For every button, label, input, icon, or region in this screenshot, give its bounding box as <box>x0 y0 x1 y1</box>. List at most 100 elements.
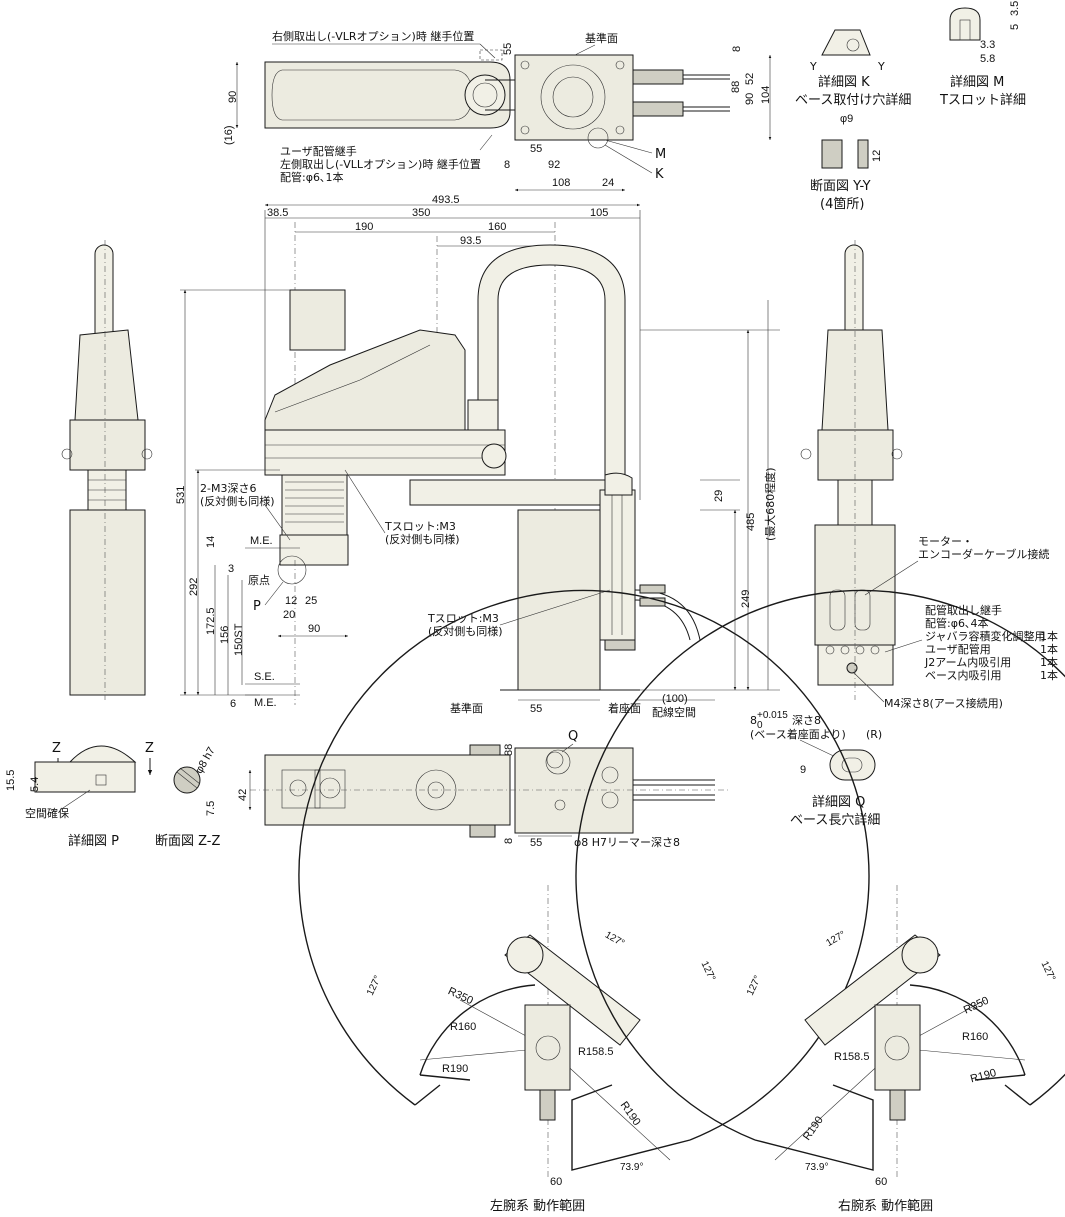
angle-127-a: 127° <box>745 974 764 997</box>
dim-55-front: 55 <box>530 703 542 715</box>
radius-190-a: R190 <box>442 1063 468 1075</box>
dim-38-5: 38.5 <box>267 207 288 219</box>
dim-531: 531 <box>175 486 187 504</box>
datum-front: 基準面 <box>450 701 483 715</box>
radius-190-b: R190 <box>801 1114 826 1142</box>
dim-16: (16) <box>223 125 235 145</box>
motor-cover <box>289 289 346 351</box>
pipe-row-count: 1本 <box>1040 668 1058 682</box>
base-front <box>517 509 601 691</box>
dim-15-5: 15.5 <box>5 770 17 791</box>
dim-150st: 150ST <box>233 623 245 656</box>
dim-3: 3 <box>228 563 234 575</box>
top-view: 右側取出し(-VLRオプション)時 継手位置 55 基準面 90 (16) <box>223 29 772 192</box>
dim-92: 92 <box>548 159 560 171</box>
section-yy-subtitle: (4箇所) <box>820 196 864 212</box>
datum-top: 基準面 <box>585 31 618 45</box>
pipe-row-label: ユーザ配管用 <box>925 642 991 656</box>
dim-60: 60 <box>550 1176 562 1188</box>
note-q-ref: (ベース着座面より) <box>750 727 846 741</box>
arm-front <box>264 429 506 476</box>
dim-90-front: 90 <box>308 623 320 635</box>
section-zz: φ8 h7 7.5 断面図 Z-Z <box>155 745 221 849</box>
dim-phi8-h7: φ8 h7 <box>193 745 218 776</box>
note-q-depth: 深さ8 <box>792 714 821 727</box>
note-tslot-2: Tスロット:M3 <box>427 612 499 625</box>
bellows-front <box>279 474 349 705</box>
detail-m-title: 詳細図 M <box>950 74 1004 90</box>
label-origin: 原点 <box>248 574 270 587</box>
note-q-tol-lower: 0 <box>757 720 763 731</box>
label-se: S.E. <box>254 671 275 683</box>
detail-q-title: 詳細図 Q <box>812 794 865 810</box>
dim-3-5: 3.5 <box>1009 1 1021 16</box>
dim-55-bottom-view: 55 <box>530 837 542 849</box>
note-pipe: 配管:φ6､1本 <box>280 170 343 184</box>
note-user-pipe: ユーザ配管継手 <box>280 144 357 158</box>
radius-350: R350 <box>962 995 991 1017</box>
dim-42: 42 <box>237 789 249 801</box>
label-wiring-space: 配線空間 <box>652 705 696 719</box>
dim-108: 108 <box>552 177 570 189</box>
dim-25: 25 <box>305 595 317 607</box>
dim-90b: 90 <box>744 93 756 105</box>
dim-100: (100) <box>662 693 688 705</box>
z-marker-left: Z <box>52 741 61 756</box>
dim-55-bottom: 55 <box>530 143 542 155</box>
dim-172-5: 172.5 <box>205 607 217 635</box>
dim-249: 249 <box>740 590 752 608</box>
range-right-title: 右腕系 動作範囲 <box>838 1198 933 1214</box>
note-pipe-spec: 配管:φ6､4本 <box>925 616 988 630</box>
note-tslot-1: Tスロット:M3 <box>384 520 456 533</box>
marker-q: Q <box>568 729 578 744</box>
front-view: 493.5 38.5 350 105 190 160 93.5 <box>175 194 780 719</box>
note-m3-depth6: 2-M3深さ6 <box>200 482 256 495</box>
detail-p-title: 詳細図 P <box>68 833 119 849</box>
pipe-row-label: ジャバラ容積変化調整用 <box>925 629 1045 643</box>
range-left: 127° 127° 127° R350 R160 R158.5 R190 R19… <box>298 589 870 1214</box>
detail-k-subtitle: ベース取付け穴詳細 <box>795 92 911 108</box>
note-q-width: 8 <box>750 714 757 727</box>
angle-73-9: 73.9° <box>620 1162 643 1173</box>
dim-7-5: 7.5 <box>205 801 217 816</box>
dim-60: 60 <box>875 1176 887 1188</box>
detail-k-title: 詳細図 K <box>818 74 870 90</box>
section-yy: φ9 12 断面図 Y-Y (4箇所) <box>810 113 883 212</box>
note-tslot-2b: (反対側も同様) <box>428 624 503 638</box>
angle-127-b: 127° <box>824 929 847 949</box>
arm-top <box>264 61 511 129</box>
dim-5-8: 5.8 <box>980 53 995 65</box>
detail-m-subtitle: Tスロット詳細 <box>939 92 1026 108</box>
angle-127-a: 127° <box>365 974 384 997</box>
radius-160: R160 <box>962 1031 988 1043</box>
label-seat: 着座面 <box>608 701 641 715</box>
dim-350: 350 <box>412 207 430 219</box>
dim-12: 12 <box>285 595 297 607</box>
pipe-row-count: 1本 <box>1040 629 1058 643</box>
dim-292: 292 <box>188 578 200 596</box>
note-earth: M4深さ8(アース接続用) <box>884 696 1003 710</box>
radius-158-5: R158.5 <box>578 1046 613 1058</box>
dim-5-4: 5.4 <box>29 777 41 792</box>
detail-p: Z Z 15.5 5.4 空間確保 詳細図 P <box>5 741 154 849</box>
label-me-2: M.E. <box>254 697 277 709</box>
dim-max680: (最大680程度) <box>763 467 777 541</box>
note-q-tol-upper: +0.015 <box>757 710 788 721</box>
dim-52: 52 <box>744 73 756 85</box>
note-right-exit: 右側取出し(-VLRオプション)時 継手位置 <box>272 29 474 43</box>
dim-190: 190 <box>355 221 373 233</box>
note-encoder-cable: エンコーダーケーブル接続 <box>918 547 1049 561</box>
section-yy-title: 断面図 Y-Y <box>810 179 871 194</box>
label-me-1: M.E. <box>250 535 273 547</box>
bottom-view: Q 42 88 8 55 φ8 H7リーマー深さ8 <box>237 729 730 849</box>
pipe-row-count: 1本 <box>1040 642 1058 656</box>
note-space: 空間確保 <box>25 806 69 820</box>
dim-485: 485 <box>745 513 757 531</box>
angle-127-c: 127° <box>1039 960 1058 983</box>
dim-3-3: 3.3 <box>980 39 995 51</box>
detail-q-subtitle: ベース長穴詳細 <box>790 812 880 828</box>
detail-k: Y Y 詳細図 K ベース取付け穴詳細 <box>795 29 911 108</box>
dim-8b: 8 <box>504 159 510 171</box>
right-side-view: モーター・ エンコーダーケーブル接続 配管取出し継手 配管:φ6､4本 ジャバラ… <box>800 240 1058 710</box>
